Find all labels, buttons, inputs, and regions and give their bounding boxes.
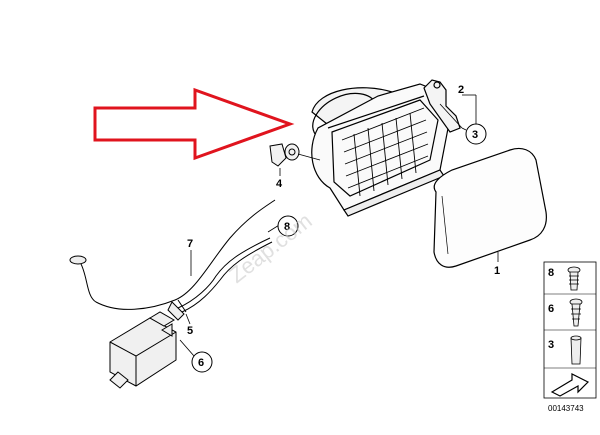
legend-item-8: 8 xyxy=(548,267,554,279)
screw-6-icon xyxy=(569,298,583,327)
callout-4: 4 xyxy=(276,178,283,190)
callout-3-circle: 3 xyxy=(465,123,487,145)
filler-housing xyxy=(311,79,461,217)
callout-3: 3 xyxy=(472,129,478,141)
small-parts-legend: 8 6 3 xyxy=(543,261,597,399)
view-arrow-icon xyxy=(550,373,590,397)
legend-item-6: 6 xyxy=(548,303,554,315)
pin-3-icon xyxy=(570,335,582,365)
callout-8-circle: 8 xyxy=(277,215,299,237)
callout-7: 7 xyxy=(187,238,193,250)
callout-6-circle: 6 xyxy=(191,351,213,373)
actuator-motor xyxy=(109,311,177,389)
callout-6: 6 xyxy=(198,357,204,369)
callout-1: 1 xyxy=(494,265,500,277)
clip-part xyxy=(269,143,300,167)
red-arrow-icon xyxy=(93,87,295,161)
diagram-number: 00143743 xyxy=(548,404,584,413)
actuator-rod xyxy=(167,237,273,321)
screw-8-icon xyxy=(567,266,581,291)
callout-5: 5 xyxy=(187,325,193,337)
callout-2: 2 xyxy=(458,84,464,96)
fuel-flap xyxy=(433,147,547,268)
legend-item-3: 3 xyxy=(548,339,554,351)
release-cable xyxy=(69,199,276,313)
watermark: Zeap.com xyxy=(224,208,316,288)
callout-8: 8 xyxy=(284,221,290,233)
